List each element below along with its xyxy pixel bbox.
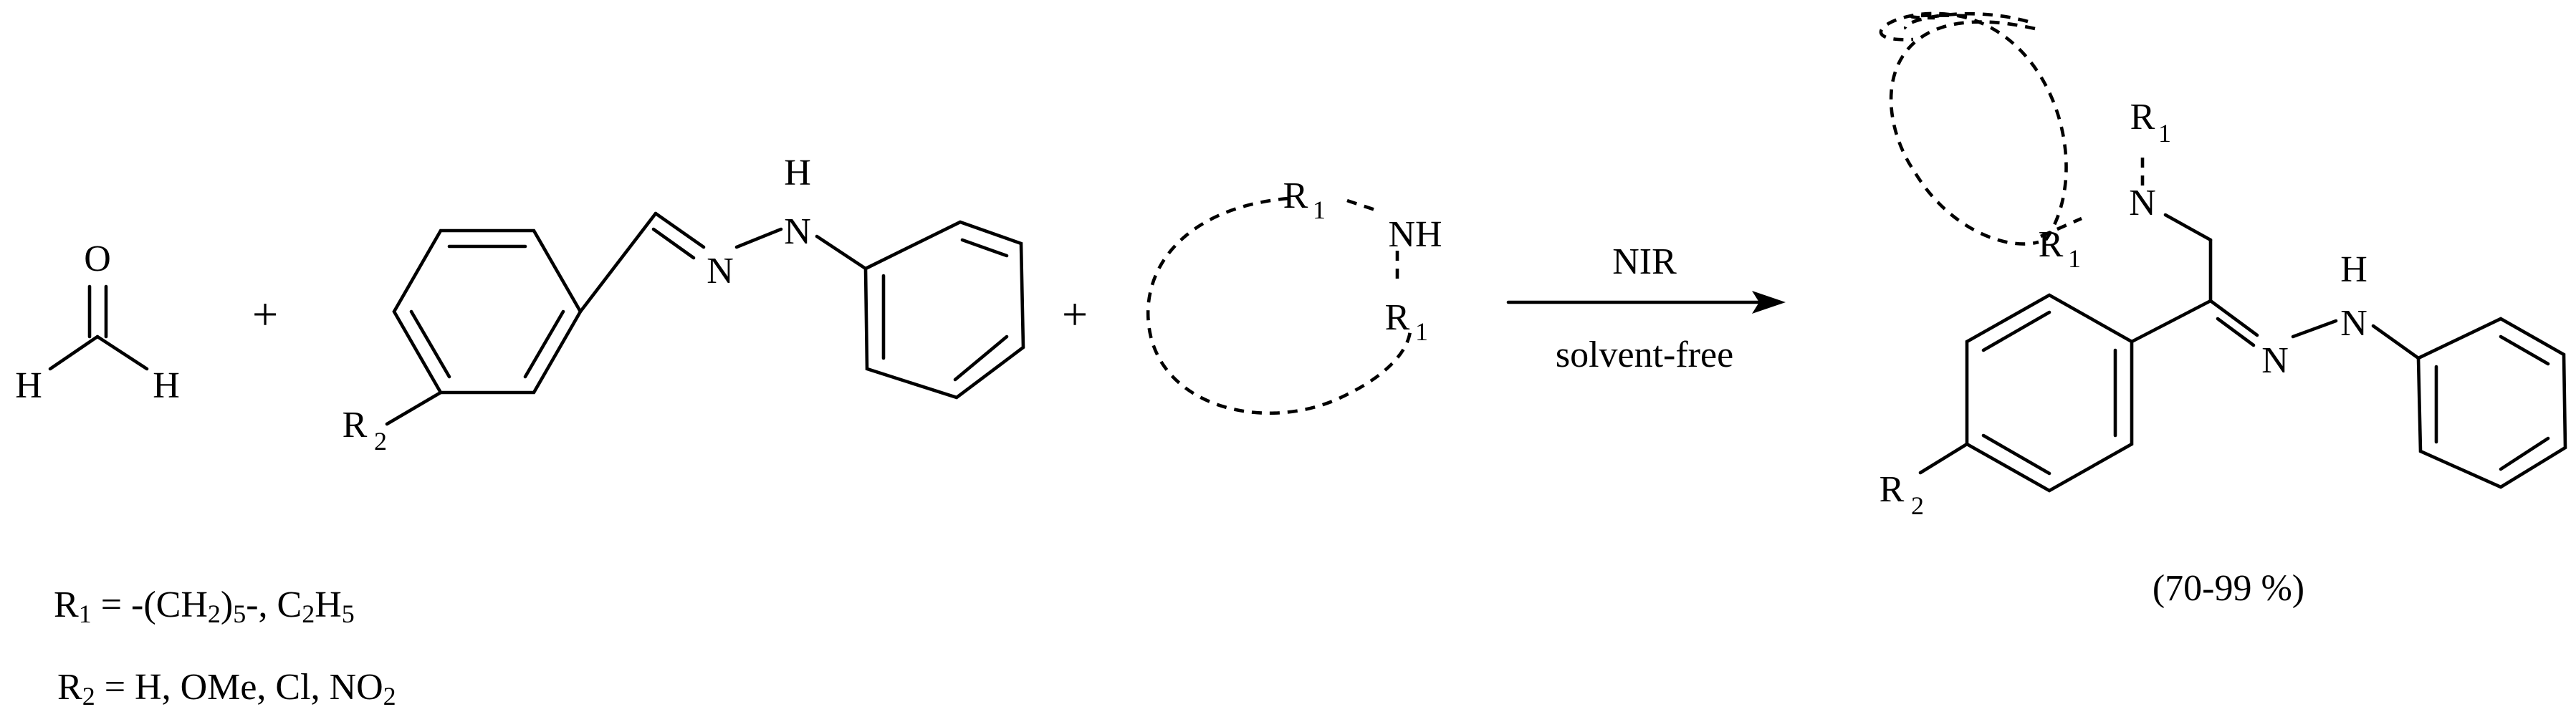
r1-def-ch2-sub: 2 xyxy=(207,600,221,628)
product: R 1 N R 1 N H N R 2 xyxy=(1880,11,2567,520)
r1-def-5-sub: 5 xyxy=(233,600,246,628)
plus-sign-1: + xyxy=(252,289,278,340)
r1-def-sub: 1 xyxy=(78,600,92,628)
product-r1-bottom-subscript: 1 xyxy=(2068,244,2081,273)
r2-label: R xyxy=(343,405,368,446)
hydrazone-reactant: N H N R 2 xyxy=(343,153,1025,456)
formaldehyde: O H H xyxy=(15,239,180,406)
product-amine-nitrogen-label: N xyxy=(2129,183,2156,223)
r2-def-sub: 2 xyxy=(82,682,95,711)
r2-def-r: R xyxy=(57,667,82,708)
r1-def-c2-sub: 2 xyxy=(302,600,315,628)
nh-nitrogen-label: N xyxy=(784,211,811,252)
r1-def-eq: = -(CH xyxy=(91,584,208,625)
r1-def-h5-sub: 5 xyxy=(341,600,355,628)
r1-def-mid: -, C xyxy=(246,584,302,625)
reaction-arrow: NIR solvent-free xyxy=(1506,241,1786,375)
condition-nir: NIR xyxy=(1612,241,1677,282)
product-r1-bottom-label: R xyxy=(2039,224,2064,265)
product-r1-top-label: R xyxy=(2130,97,2155,138)
r2-subscript: 2 xyxy=(374,427,387,456)
cyclic-amine: R 1 NH R 1 xyxy=(1146,175,1442,415)
imine-nitrogen-label: N xyxy=(707,251,734,292)
r2-definition: R2 = H, OMe, Cl, NO2 xyxy=(57,666,396,711)
r1-def-paren: ) xyxy=(220,584,234,625)
condition-solvent-free: solvent-free xyxy=(1556,334,1733,375)
oxygen-label: O xyxy=(84,239,111,279)
product-nh-nitrogen-label: N xyxy=(2340,303,2367,344)
yield-label: (70-99 %) xyxy=(2153,568,2304,609)
product-nh-hydrogen-label: H xyxy=(2340,249,2367,290)
r1-def-r: R xyxy=(54,584,79,625)
r1-definition: R1 = -(CH2)5-, C2H5 xyxy=(54,584,355,629)
amine-r1-top-subscript: 1 xyxy=(1313,196,1326,224)
amine-r1-bottom-subscript: 1 xyxy=(1415,317,1428,346)
amine-r1-top-label: R xyxy=(1283,175,1308,216)
r2-def-no2-sub: 2 xyxy=(383,682,396,711)
amine-r1-bottom-label: R xyxy=(1385,297,1410,338)
product-r2-label: R xyxy=(1880,469,1905,510)
product-imine-nitrogen-label: N xyxy=(2261,340,2289,381)
r1-def-h: H xyxy=(315,584,342,625)
amine-nh-label: NH xyxy=(1388,214,1442,255)
product-r2-subscript: 2 xyxy=(1911,491,1924,520)
nh-hydrogen-label: H xyxy=(784,153,811,193)
r2-def-text: = H, OMe, Cl, NO xyxy=(95,667,383,708)
product-r1-top-subscript: 1 xyxy=(2158,119,2171,148)
hydrogen-left-label: H xyxy=(15,365,42,406)
hydrogen-right-label: H xyxy=(153,365,180,406)
plus-sign-2: + xyxy=(1062,289,1088,340)
